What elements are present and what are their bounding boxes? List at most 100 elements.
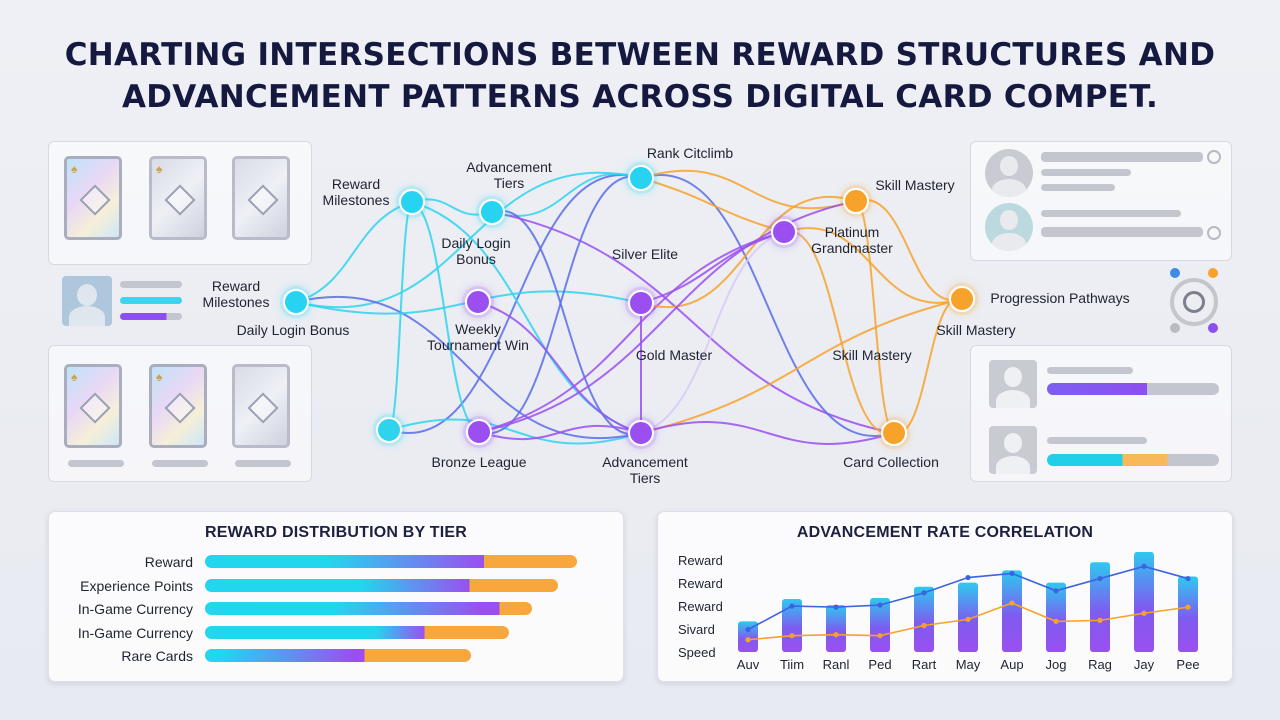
player-progress-bar — [1047, 383, 1219, 395]
reward-row-label: In-Game Currency — [77, 624, 193, 641]
bar-rag — [1090, 562, 1110, 652]
series-point-2 — [1097, 617, 1103, 623]
bar-auv — [738, 621, 758, 652]
network-edge — [295, 295, 642, 440]
series-point-2 — [833, 632, 839, 638]
reward-row-label: Rare Cards — [121, 648, 193, 664]
series-point-1 — [1097, 575, 1103, 582]
network-edge — [783, 230, 895, 435]
network-node — [771, 219, 797, 245]
card-icon: ♠ — [149, 364, 207, 448]
x-tick-label: Pee — [1176, 657, 1200, 672]
player-bar — [1041, 227, 1203, 237]
series-point-2 — [965, 616, 971, 622]
player-bar — [1047, 367, 1133, 374]
bar-tiim — [782, 598, 802, 652]
x-tick-label: Rag — [1088, 657, 1112, 672]
series-point-2 — [1141, 610, 1147, 616]
node-label: Bronze League — [431, 454, 527, 470]
card-icon — [232, 156, 290, 240]
series-point-1 — [1141, 563, 1147, 569]
dot-icon — [1170, 323, 1180, 333]
card-icon: ♠ — [64, 364, 122, 448]
node-label: Advancement Tiers — [466, 159, 552, 191]
network-node — [881, 420, 907, 446]
network-edge — [640, 177, 785, 233]
node-label: Progression Pathways — [990, 290, 1130, 306]
x-tick-label: Jog — [1045, 657, 1067, 672]
bar-jay — [1134, 552, 1154, 652]
y-tick-label: Speed — [678, 645, 716, 660]
node-label: Reward Milestones — [322, 176, 390, 208]
series-point-1 — [877, 602, 883, 608]
series-point-1 — [1009, 570, 1015, 577]
reward-chart-title: REWARD DISTRIBUTION BY TIER — [204, 524, 467, 541]
player-bar — [1041, 184, 1115, 191]
network-edge — [477, 301, 642, 434]
node-label: Skill Mastery — [875, 177, 955, 193]
card-icon: ♠ — [64, 156, 122, 240]
node-label: Skill Mastery — [936, 322, 1016, 338]
network-node — [399, 189, 425, 215]
y-tick-label: Reward — [678, 553, 723, 568]
title-line-1: CHARTING INTERSECTIONS BETWEEN REWARD ST… — [64, 37, 1216, 73]
reward-row-bar — [205, 649, 471, 662]
series-point-1 — [745, 626, 751, 633]
card-caption-bar — [235, 460, 291, 467]
advancement-chart-title: ADVANCEMENT RATE CORRELATION — [796, 524, 1094, 541]
network-edge — [388, 418, 642, 445]
x-tick-label: Tiim — [779, 657, 805, 672]
dot-icon — [1170, 268, 1180, 278]
x-tick-label: Auv — [736, 657, 760, 672]
network-edge — [640, 174, 895, 437]
series-point-1 — [1185, 575, 1191, 582]
reward-row-label: In-Game Currency — [77, 601, 193, 617]
dot-icon — [1208, 268, 1218, 278]
avatar-icon — [985, 203, 1033, 251]
player-bar — [1047, 437, 1147, 444]
network-edge — [893, 297, 963, 435]
network-edge — [411, 201, 480, 433]
bar-aup — [1002, 570, 1022, 652]
player-panel-top — [970, 141, 1232, 261]
network-edge — [478, 424, 642, 441]
series-point-2 — [877, 633, 883, 639]
profile-bar — [120, 281, 182, 288]
network-edge — [388, 174, 642, 434]
network-edge — [491, 211, 895, 434]
reward-row-label: Experience Points — [80, 577, 193, 594]
network-node — [628, 420, 654, 446]
node-label: Advancement Tiers — [602, 454, 688, 486]
node-label: Card Collection — [843, 454, 939, 470]
series-point-2 — [745, 637, 751, 643]
network-edge — [783, 227, 963, 304]
status-ring-icon — [1207, 226, 1221, 240]
series-point-1 — [965, 574, 971, 581]
reward-row-bar — [205, 625, 509, 639]
node-label: Gold Master — [635, 347, 713, 363]
card-icon — [232, 364, 290, 448]
network-node — [843, 188, 869, 214]
avatar-icon — [985, 149, 1033, 197]
card-panel-top: ♠ ♠ — [48, 141, 312, 265]
node-label: Daily Login Bonus — [441, 235, 511, 267]
network-edge — [640, 169, 857, 210]
network-edge — [295, 201, 413, 303]
network-node — [479, 199, 505, 225]
profile-bar — [120, 297, 182, 304]
network-edge — [640, 231, 785, 434]
x-tick-label: Jay — [1133, 657, 1155, 672]
card-icon: ♠ — [149, 156, 207, 240]
bar-ranl — [826, 605, 846, 652]
y-tick-label: Sivard — [678, 622, 715, 637]
network-edge — [640, 421, 895, 445]
x-tick-label: Rart — [911, 657, 937, 672]
network-edge — [640, 231, 785, 304]
reward-row-bar — [205, 578, 559, 592]
node-label: Daily Login Bonus — [236, 322, 350, 338]
series-point-2 — [789, 633, 795, 639]
network-node — [465, 289, 491, 315]
